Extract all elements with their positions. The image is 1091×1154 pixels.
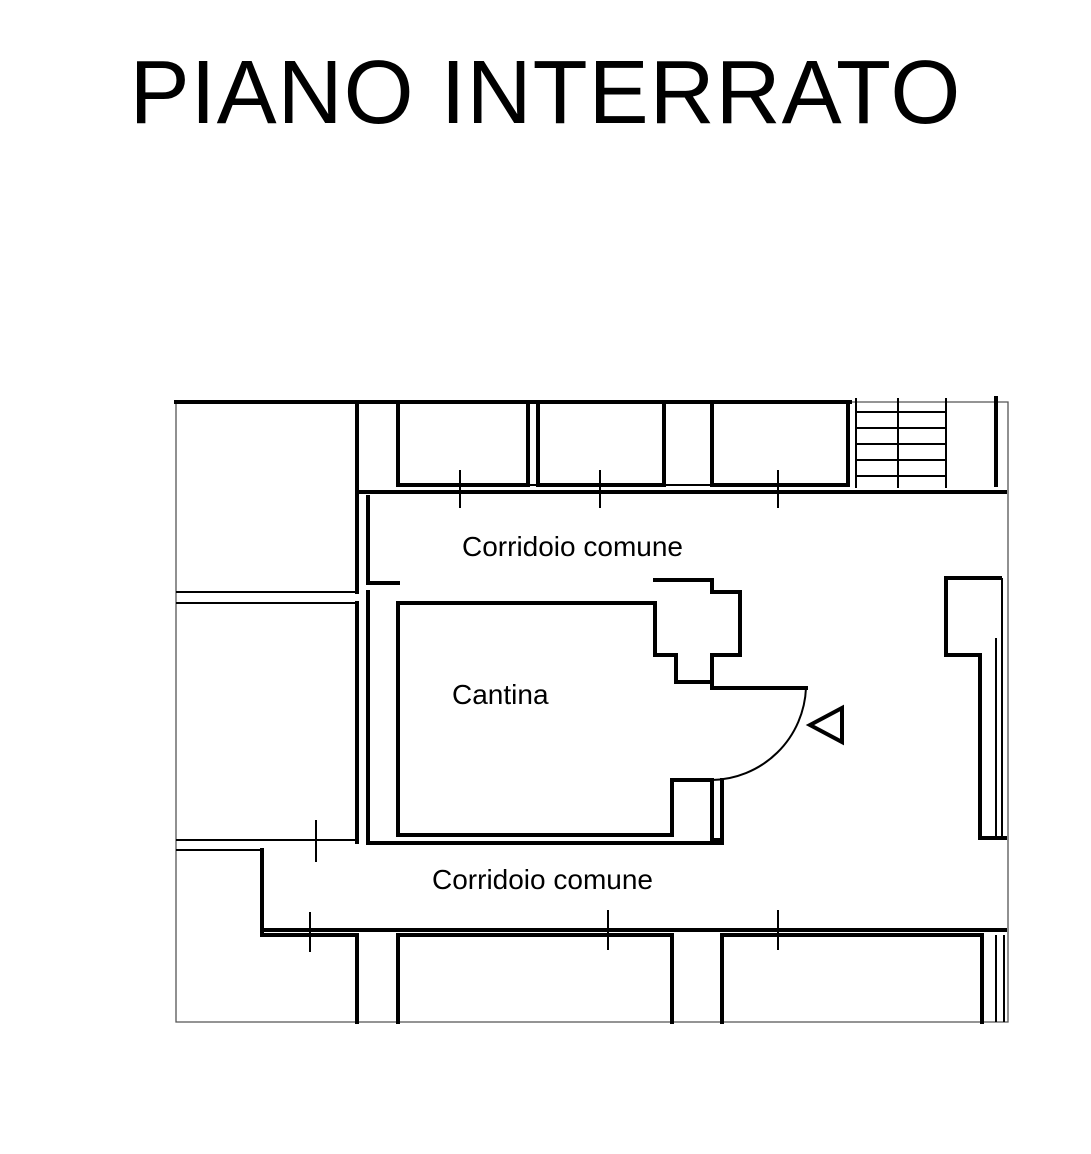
right-side	[944, 576, 1007, 840]
corridor-top-walls	[366, 495, 400, 844]
top-cellars	[355, 400, 1007, 494]
entrance-arrow-icon	[805, 704, 844, 746]
floor-title: PIANO INTERRATO	[129, 43, 962, 143]
axis-ticks	[309, 470, 779, 952]
bottom-cellars	[260, 928, 1007, 1024]
label-corridor-bottom: Corridoio comune	[432, 864, 653, 895]
stair-icon	[855, 396, 998, 488]
label-cellar: Cantina	[452, 679, 549, 710]
cellar-room	[366, 578, 808, 845]
label-corridor-top: Corridoio comune	[462, 531, 683, 562]
